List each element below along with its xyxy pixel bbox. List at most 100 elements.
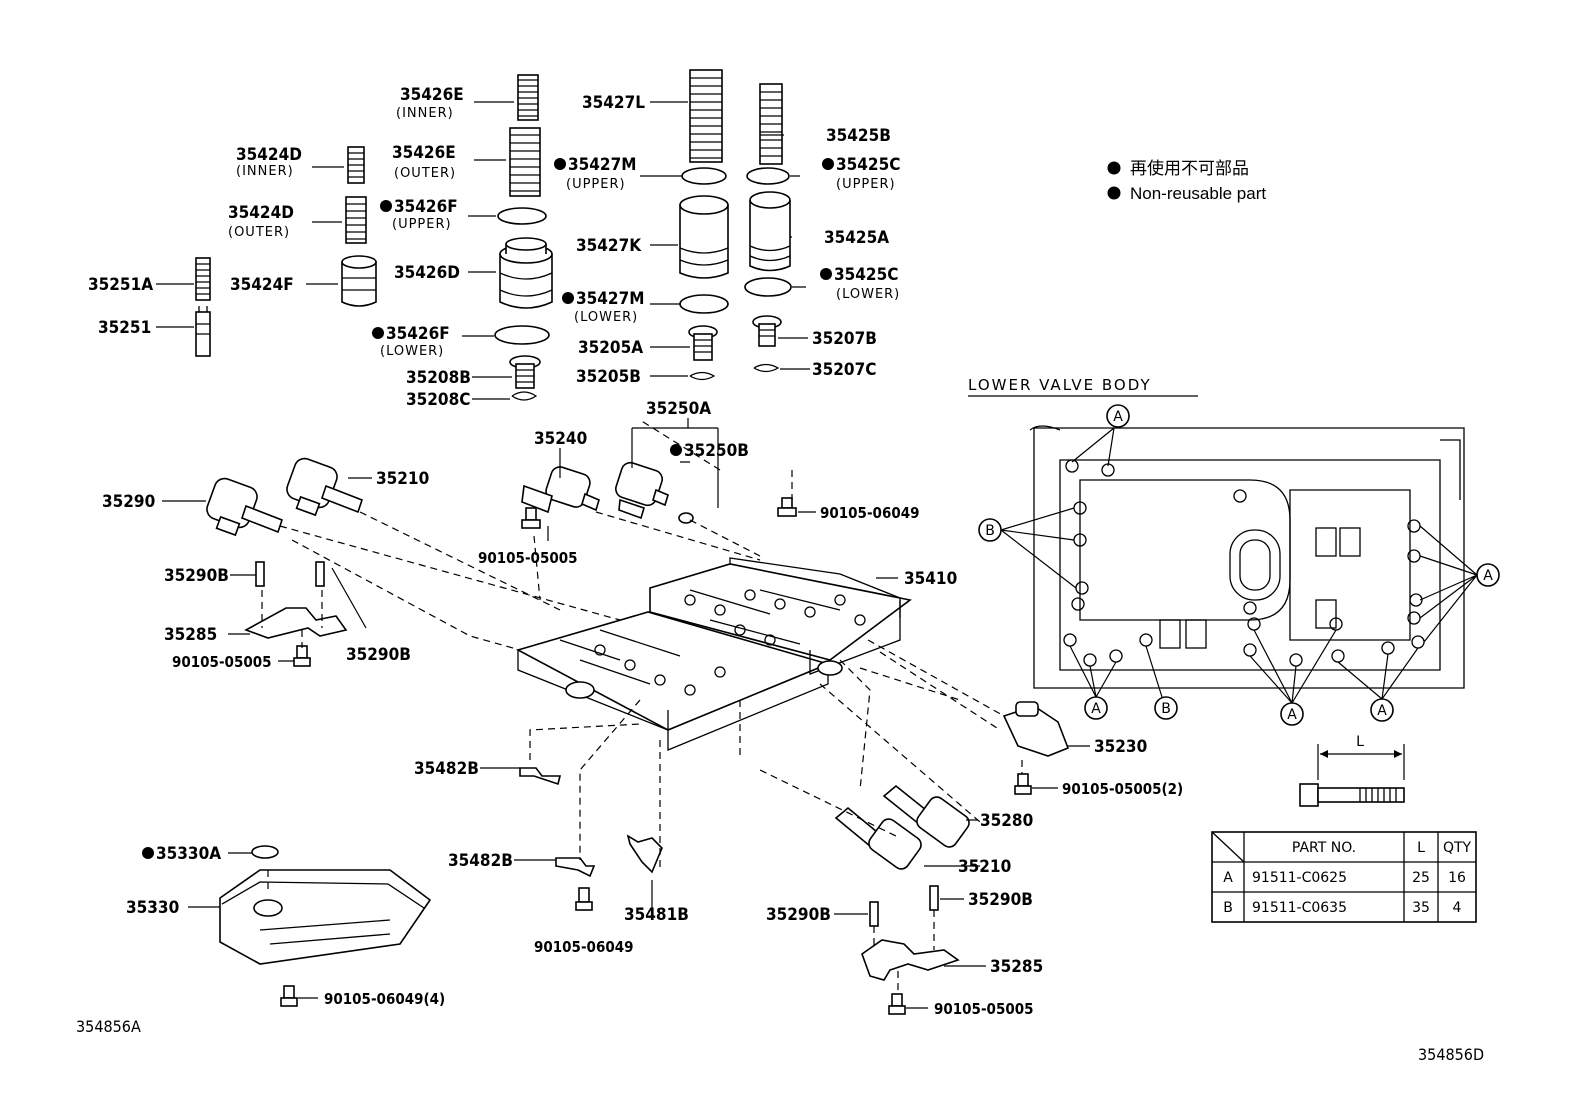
label-35426F-lower: 35426F: [386, 324, 450, 344]
sublabel-lower: (LOWER): [380, 344, 444, 359]
valve-35251: [195, 306, 211, 357]
bracket-35482B-2: [555, 857, 596, 878]
solenoid-35250A: [615, 461, 669, 520]
sublabel-upper: (UPPER): [566, 177, 626, 192]
label-35250A: 35250A: [646, 399, 711, 419]
o-ring-35425C-upper: [746, 167, 790, 185]
plug-35205A: [688, 325, 718, 361]
spring-35427L: [689, 69, 723, 163]
table-row-qty: 4: [1453, 900, 1462, 916]
lower-valve-body-panel: LOWER VALVE BODY: [968, 376, 1500, 726]
label-90105-06049-bot: 90105-06049: [534, 938, 634, 956]
label-35330: 35330: [126, 898, 179, 918]
table-row-key: A: [1223, 870, 1233, 886]
label-90105-05005-left: 90105-05005: [172, 653, 272, 671]
solenoid-35280: [882, 784, 970, 848]
o-ring-35425C-lower: [744, 277, 792, 297]
solenoid-35290: [206, 477, 283, 537]
sublabel-upper: (UPPER): [392, 217, 452, 232]
part-labels: 35426E (INNER) 35426E (OUTER) 35424D (IN…: [88, 85, 1183, 1018]
solenoid-35240: [521, 466, 600, 514]
sleeve-35427K: [679, 195, 729, 279]
label-35230: 35230: [1094, 737, 1147, 757]
legend: 再使用不可部品 Non-reusable part: [1107, 158, 1266, 203]
label-35205A: 35205A: [578, 338, 643, 358]
label-35426E-inner: 35426E: [400, 85, 464, 105]
label-90105-05005-2: 90105-05005(2): [1062, 780, 1183, 798]
label-35210-bot: 35210: [958, 857, 1011, 877]
callout-a-top: A: [1071, 404, 1130, 467]
spring-35251A: [195, 257, 211, 301]
o-ring-35330A: [251, 845, 279, 859]
sublabel-upper: (UPPER): [836, 177, 896, 192]
bolt-90105-05005-left: [293, 645, 311, 667]
label-35250B: 35250B: [684, 441, 749, 461]
callout-a-right: A: [1419, 525, 1500, 643]
bolt-90105-05005-bot: [888, 993, 906, 1015]
label-35207C: 35207C: [812, 360, 876, 380]
svg-text:B: B: [1161, 701, 1171, 717]
clip-35205B: [689, 371, 716, 381]
label-35290B-bot2: 35290B: [968, 890, 1033, 910]
label-35425B: 35425B: [826, 126, 891, 146]
strainer-35330: [219, 869, 432, 965]
clip-35207C: [753, 363, 780, 373]
spring-35424D-inner: [347, 146, 365, 184]
svg-text:A: A: [1113, 409, 1123, 425]
o-ring-35250B: [678, 512, 694, 524]
pin-35290B-bot1: [869, 901, 879, 927]
label-35280: 35280: [980, 811, 1033, 831]
label-90105-05005-top: 90105-05005: [478, 549, 578, 567]
label-35330A: 35330A: [156, 844, 221, 864]
callout-a-bottom3: A: [1337, 647, 1419, 722]
label-35205B: 35205B: [576, 367, 641, 387]
o-ring-35427M-lower: [679, 294, 729, 314]
label-35424D-outer: 35424D: [228, 203, 294, 223]
label-35424F: 35424F: [230, 275, 294, 295]
bolt-90105-06049-bot: [575, 887, 593, 911]
label-35285-left: 35285: [164, 625, 217, 645]
plunger-35424F: [341, 255, 377, 307]
callout-a-bottom1: A: [1069, 645, 1117, 720]
label-35482B-1: 35482B: [414, 759, 479, 779]
sleeve-35425A: [749, 191, 791, 272]
label-35424D-inner: 35424D: [236, 145, 302, 165]
clip-35208C: [511, 391, 538, 401]
plug-35207B: [752, 315, 782, 347]
pin-35290B-left: [255, 561, 265, 587]
label-35290B-bot1: 35290B: [766, 905, 831, 925]
svg-text:B: B: [985, 523, 995, 539]
solenoid-35210-top: [286, 457, 363, 517]
label-35210-top: 35210: [376, 469, 429, 489]
spring-35426E-inner: [517, 74, 539, 121]
svg-text:A: A: [1287, 707, 1297, 723]
bolt-table: PART NO. L QTY A 91511-C0625 25 16 B 915…: [1211, 831, 1477, 923]
label-35426D: 35426D: [394, 263, 460, 283]
o-ring-35427M-upper: [681, 167, 727, 185]
o-ring-35426F-lower: [494, 325, 550, 345]
non-reusable-dot-icon: [380, 200, 392, 212]
sublabel-outer: (OUTER): [394, 166, 456, 181]
label-35482B-2: 35482B: [448, 851, 513, 871]
spring-35426E-outer: [509, 127, 541, 197]
sleeve-35426D: [499, 237, 553, 309]
spring-35424D-outer: [345, 196, 367, 244]
non-reusable-dot-icon: [142, 847, 154, 859]
label-35208B: 35208B: [406, 368, 471, 388]
label-35285-bot: 35285: [990, 957, 1043, 977]
bolt-90105-05005-top: [521, 507, 541, 529]
plate-35285-left: [244, 607, 348, 639]
dash-lines: [261, 419, 1023, 990]
valve-body-35410: [515, 557, 912, 751]
label-35290: 35290: [102, 492, 155, 512]
label-90105-05005-bot: 90105-05005: [934, 1000, 1034, 1018]
label-35426E-outer: 35426E: [392, 143, 456, 163]
pin-35290B-bot2: [929, 885, 939, 911]
callout-b-left: B: [978, 507, 1077, 589]
plug-35208B: [509, 355, 541, 389]
table-header-part-no: PART NO.: [1292, 840, 1356, 856]
sublabel-lower: (LOWER): [836, 287, 900, 302]
label-90105-06049-4: 90105-06049(4): [324, 990, 445, 1008]
non-reusable-dot-icon: [562, 292, 574, 304]
non-reusable-dot-icon: [554, 158, 566, 170]
